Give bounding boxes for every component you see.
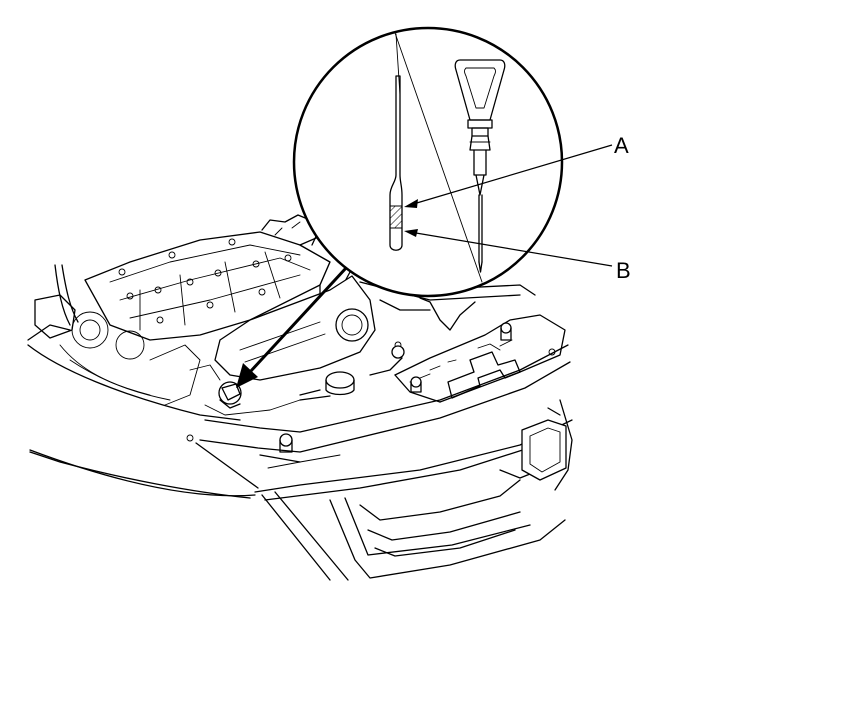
dipstick-handle-location: [218, 381, 242, 409]
dipstick-handle: [454, 59, 506, 273]
callout-a-label: A: [614, 133, 629, 158]
dipstick-tip: [389, 75, 403, 251]
callout-b: B: [404, 229, 631, 283]
stud-right: [500, 322, 512, 334]
vehicle-front-illustration: [27, 214, 573, 581]
oil-level-zone: [389, 205, 403, 229]
callout-a: A: [404, 133, 629, 208]
panel-stamping: [447, 351, 521, 399]
radiator-support-panel: [186, 314, 571, 489]
location-arrow: [236, 266, 348, 388]
intake-manifold: [214, 275, 376, 381]
dipstick-detail-view: [292, 26, 564, 298]
callout-b-label: B: [616, 258, 631, 283]
bumper-left-edge: [261, 494, 331, 581]
grille: [329, 419, 567, 579]
fender-edge-lower: [29, 449, 256, 497]
detail-circle: [292, 26, 564, 298]
stud-left: [279, 433, 293, 447]
engine: [34, 214, 536, 416]
